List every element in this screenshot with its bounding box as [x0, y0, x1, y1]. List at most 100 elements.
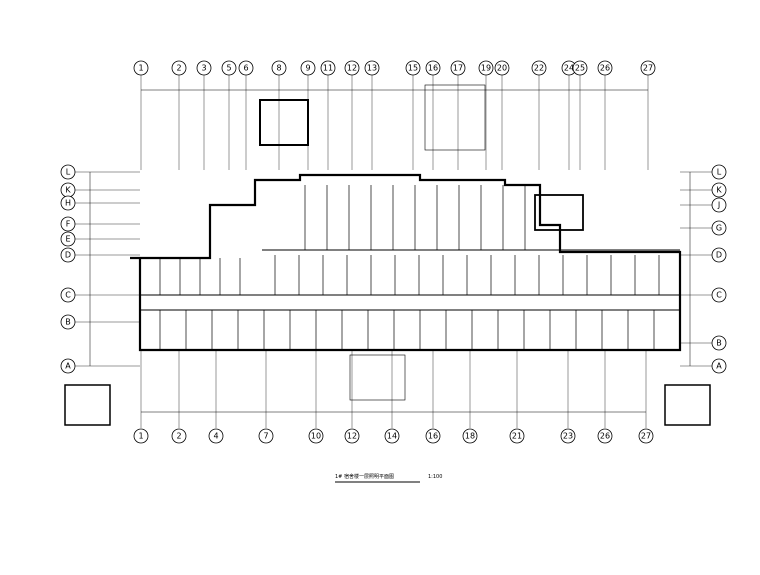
svg-text:17: 17 [453, 64, 463, 73]
axis-bubble-top-2: 2 [171, 60, 187, 76]
axis-bubble-top-19: 19 [478, 60, 494, 76]
axis-bubble-left-C: C [60, 287, 76, 303]
axis-bubble-right-L: L [711, 164, 727, 180]
svg-text:C: C [716, 291, 722, 300]
axis-bubble-left-K: K [60, 182, 76, 198]
svg-text:14: 14 [387, 432, 397, 441]
svg-text:D: D [716, 251, 722, 260]
axis-bubble-top-12: 12 [344, 60, 360, 76]
svg-text:H: H [65, 199, 71, 208]
svg-text:F: F [66, 220, 71, 229]
axis-bubble-top-27: 27 [640, 60, 656, 76]
svg-text:24: 24 [564, 64, 574, 73]
svg-text:5: 5 [226, 64, 231, 73]
axis-bubble-left-L: L [60, 164, 76, 180]
svg-text:23: 23 [563, 432, 573, 441]
svg-text:12: 12 [347, 432, 357, 441]
svg-text:G: G [716, 224, 722, 233]
axis-bubble-top-15: 15 [405, 60, 421, 76]
svg-text:21: 21 [512, 432, 522, 441]
axis-bubble-top-20: 20 [494, 60, 510, 76]
axis-bubble-right-D: D [711, 247, 727, 263]
axis-bubble-right-C: C [711, 287, 727, 303]
axis-bubble-left-H: H [60, 195, 76, 211]
axis-bubble-top-3: 3 [196, 60, 212, 76]
svg-text:A: A [65, 362, 71, 371]
axis-bubble-top-6: 6 [238, 60, 254, 76]
svg-text:13: 13 [367, 64, 377, 73]
svg-text:L: L [717, 168, 722, 177]
svg-text:1: 1 [138, 64, 143, 73]
building-outline [64, 84, 711, 426]
svg-text:D: D [65, 251, 71, 260]
svg-text:16: 16 [428, 432, 438, 441]
svg-text:19: 19 [481, 64, 491, 73]
axis-bubble-left-B: B [60, 314, 76, 330]
axis-bubble-top-9: 9 [300, 60, 316, 76]
axis-bubble-bottom-23: 23 [560, 428, 576, 444]
axis-bubble-right-G: G [711, 220, 727, 236]
axis-bubble-bottom-1: 1 [133, 428, 149, 444]
svg-text:25: 25 [575, 64, 585, 73]
svg-text:27: 27 [643, 64, 653, 73]
axis-bubble-bottom-16: 16 [425, 428, 441, 444]
svg-text:A: A [716, 362, 722, 371]
axis-bubble-left-D: D [60, 247, 76, 263]
drawing-scale: 1:100 [428, 474, 442, 480]
axis-bubble-bottom-4: 4 [208, 428, 224, 444]
svg-text:2: 2 [176, 64, 181, 73]
svg-text:11: 11 [323, 64, 333, 73]
svg-text:B: B [716, 339, 722, 348]
svg-text:27: 27 [641, 432, 651, 441]
svg-text:26: 26 [600, 64, 610, 73]
axis-grid [75, 75, 712, 428]
axis-bubble-top-25: 25 [572, 60, 588, 76]
axis-bubble-top-11: 11 [320, 60, 336, 76]
svg-text:7: 7 [263, 432, 268, 441]
axis-bubble-right-A: A [711, 358, 727, 374]
axis-bubble-bottom-2: 2 [171, 428, 187, 444]
axis-bubble-bottom-21: 21 [509, 428, 525, 444]
axis-bubble-bottom-14: 14 [384, 428, 400, 444]
axis-bubble-top-22: 22 [531, 60, 547, 76]
svg-text:K: K [65, 186, 71, 195]
svg-text:15: 15 [408, 64, 418, 73]
svg-text:J: J [717, 201, 720, 210]
axis-bubble-top-16: 16 [425, 60, 441, 76]
axis-bubble-top-26: 26 [597, 60, 613, 76]
axis-bubble-left-E: E [60, 231, 76, 247]
svg-text:26: 26 [600, 432, 610, 441]
axis-bubble-top-8: 8 [271, 60, 287, 76]
axis-bubble-bottom-7: 7 [258, 428, 274, 444]
svg-text:6: 6 [243, 64, 248, 73]
svg-text:16: 16 [428, 64, 438, 73]
svg-text:B: B [65, 318, 71, 327]
axis-bubble-right-K: K [711, 182, 727, 198]
svg-text:8: 8 [276, 64, 281, 73]
axis-bubble-right-B: B [711, 335, 727, 351]
axis-bubble-bottom-18: 18 [462, 428, 478, 444]
svg-text:E: E [65, 235, 70, 244]
axis-bubble-top-17: 17 [450, 60, 466, 76]
svg-text:2: 2 [176, 432, 181, 441]
axis-bubble-top-13: 13 [364, 60, 380, 76]
axis-bubble-bottom-12: 12 [344, 428, 360, 444]
svg-text:C: C [65, 291, 71, 300]
svg-text:10: 10 [311, 432, 321, 441]
axis-bubble-left-F: F [60, 216, 76, 232]
drawing-title-block: 1# 宿舍楼一层照明平面图 1:100 [335, 473, 442, 483]
axis-bubble-top-5: 5 [221, 60, 237, 76]
axis-bubble-right-J: J [711, 197, 727, 213]
svg-text:3: 3 [201, 64, 206, 73]
svg-text:1: 1 [138, 432, 143, 441]
axis-bubble-bottom-27: 27 [638, 428, 654, 444]
svg-text:12: 12 [347, 64, 357, 73]
drawing-title: 1# 宿舍楼一层照明平面图 [335, 473, 394, 480]
svg-text:4: 4 [213, 432, 218, 441]
svg-text:18: 18 [465, 432, 475, 441]
axis-bubble-bottom-10: 10 [308, 428, 324, 444]
axis-bubble-left-A: A [60, 358, 76, 374]
axis-bubble-top-1: 1 [133, 60, 149, 76]
